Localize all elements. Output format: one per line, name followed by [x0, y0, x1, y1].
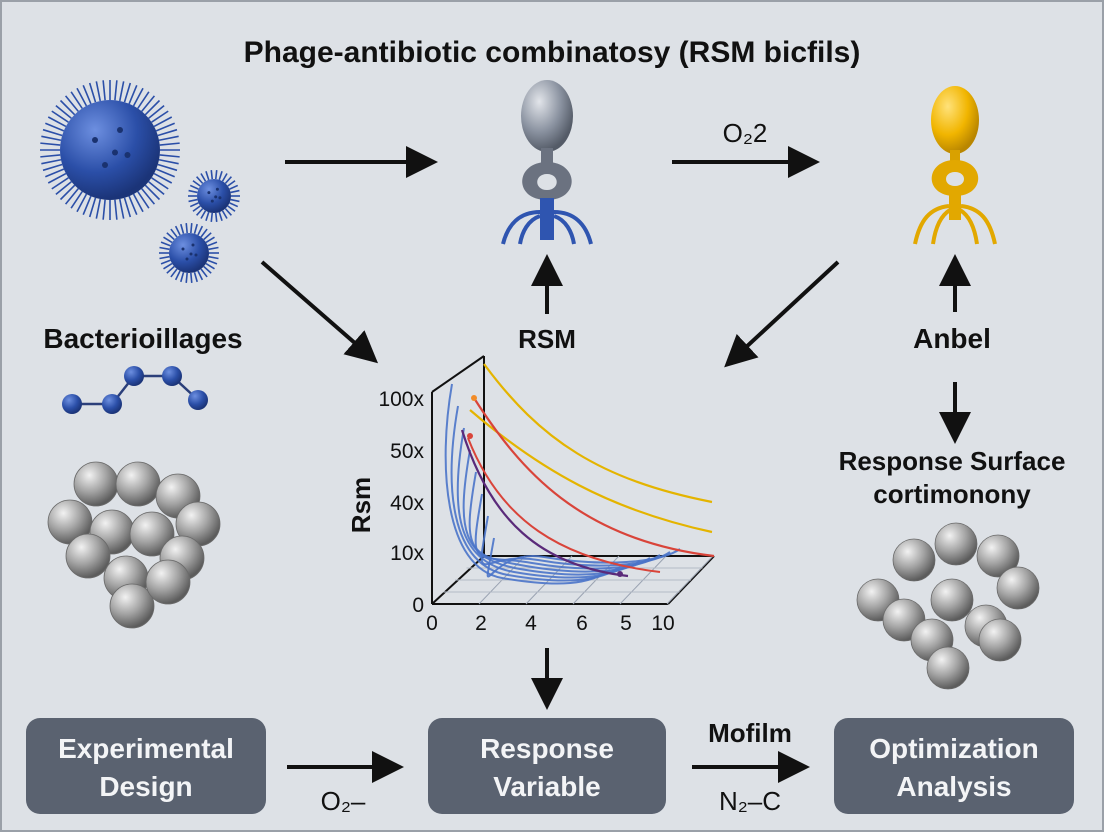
chart-series-line	[468, 471, 651, 573]
small-bacterium	[159, 223, 219, 283]
chart-point	[467, 433, 473, 439]
arrow-label-mofilm: Mofilm	[708, 718, 792, 748]
y-tick-label: 10x	[390, 542, 424, 565]
optimization-analysis-line1: Optimization	[869, 733, 1039, 764]
label-rsm: RSM	[518, 324, 576, 354]
y-tick-label: 0	[412, 594, 424, 617]
experimental-design-box: Experimental Design	[26, 718, 266, 814]
chart-series-line	[462, 449, 641, 576]
experimental-design-line1: Experimental	[58, 733, 234, 764]
x-tick-label: 10	[651, 612, 674, 635]
chart-series-line	[480, 515, 671, 567]
sphere	[934, 522, 978, 566]
sphere	[892, 538, 936, 582]
chart-series-line	[460, 429, 629, 578]
chart-back-y-axis	[431, 355, 485, 393]
response-variable-line2: Variable	[493, 771, 600, 802]
chart-series-line	[486, 537, 681, 578]
chart-series-line	[483, 363, 713, 504]
arrow-bacteria-to-chart	[260, 260, 379, 364]
sphere-cluster-right-icon	[856, 522, 1040, 690]
chart-series-line	[473, 397, 715, 558]
label-response-surface: Response Surface	[839, 446, 1066, 476]
response-variable-line1: Response	[480, 733, 614, 764]
y-tick-label: 40x	[390, 492, 424, 515]
x-tick-label: 4	[525, 612, 537, 635]
diagram-title: Phage-antibiotic combinatosy (RSM bicfil…	[244, 36, 861, 69]
small-bacterium	[188, 170, 240, 222]
label-cortimonony: cortimonony	[873, 479, 1031, 509]
chart-point	[471, 395, 477, 401]
chart-series-line	[456, 427, 631, 579]
label-bacterioillages: Bacterioillages	[43, 323, 242, 354]
phage-gray-icon	[501, 80, 593, 245]
chart-curves	[444, 363, 715, 585]
response-variable-box: Response Variable	[428, 718, 666, 814]
chart-series-line	[467, 437, 661, 573]
sphere	[996, 566, 1040, 610]
experimental-design-line2: Design	[99, 771, 192, 802]
rsm-chart: 100x 50x 40x 10x 0 0 2 4 6 5 10 Rsm	[346, 355, 715, 635]
x-tick-label: 2	[475, 612, 487, 635]
bacteria-icon	[40, 80, 240, 283]
y-tick-label: 50x	[390, 440, 424, 463]
sphere	[65, 533, 111, 579]
large-bacterium	[40, 80, 180, 220]
arrow-label-n2c: N₂–C	[719, 786, 781, 816]
optimization-analysis-line2: Analysis	[896, 771, 1011, 802]
x-tick-label: 5	[620, 612, 632, 635]
sphere	[129, 511, 175, 557]
sphere	[930, 578, 974, 622]
sphere	[115, 461, 161, 507]
molecule-chain-icon	[62, 366, 208, 414]
chart-series-line	[450, 405, 621, 582]
x-tick-label: 0	[426, 612, 438, 635]
sphere	[109, 583, 155, 629]
optimization-analysis-box: Optimization Analysis	[834, 718, 1074, 814]
chart-y-axis-title: Rsm	[346, 477, 376, 533]
chart-point	[617, 571, 623, 577]
arrow-label-o2-minus: O₂–	[321, 786, 366, 816]
sphere	[926, 646, 970, 690]
x-tick-label: 6	[576, 612, 588, 635]
phage-yellow-icon	[913, 86, 997, 245]
sphere	[145, 559, 191, 605]
sphere	[976, 534, 1020, 578]
chart-series-line	[474, 493, 661, 570]
y-tick-label: 100x	[378, 388, 424, 411]
sphere-cluster-left-icon	[47, 461, 221, 629]
arrow-yellow-phage-to-chart	[724, 260, 840, 368]
label-anbel: Anbel	[913, 323, 991, 354]
sphere	[73, 461, 119, 507]
arrow-label-o2: O₂2	[723, 118, 768, 148]
sphere	[978, 618, 1022, 662]
